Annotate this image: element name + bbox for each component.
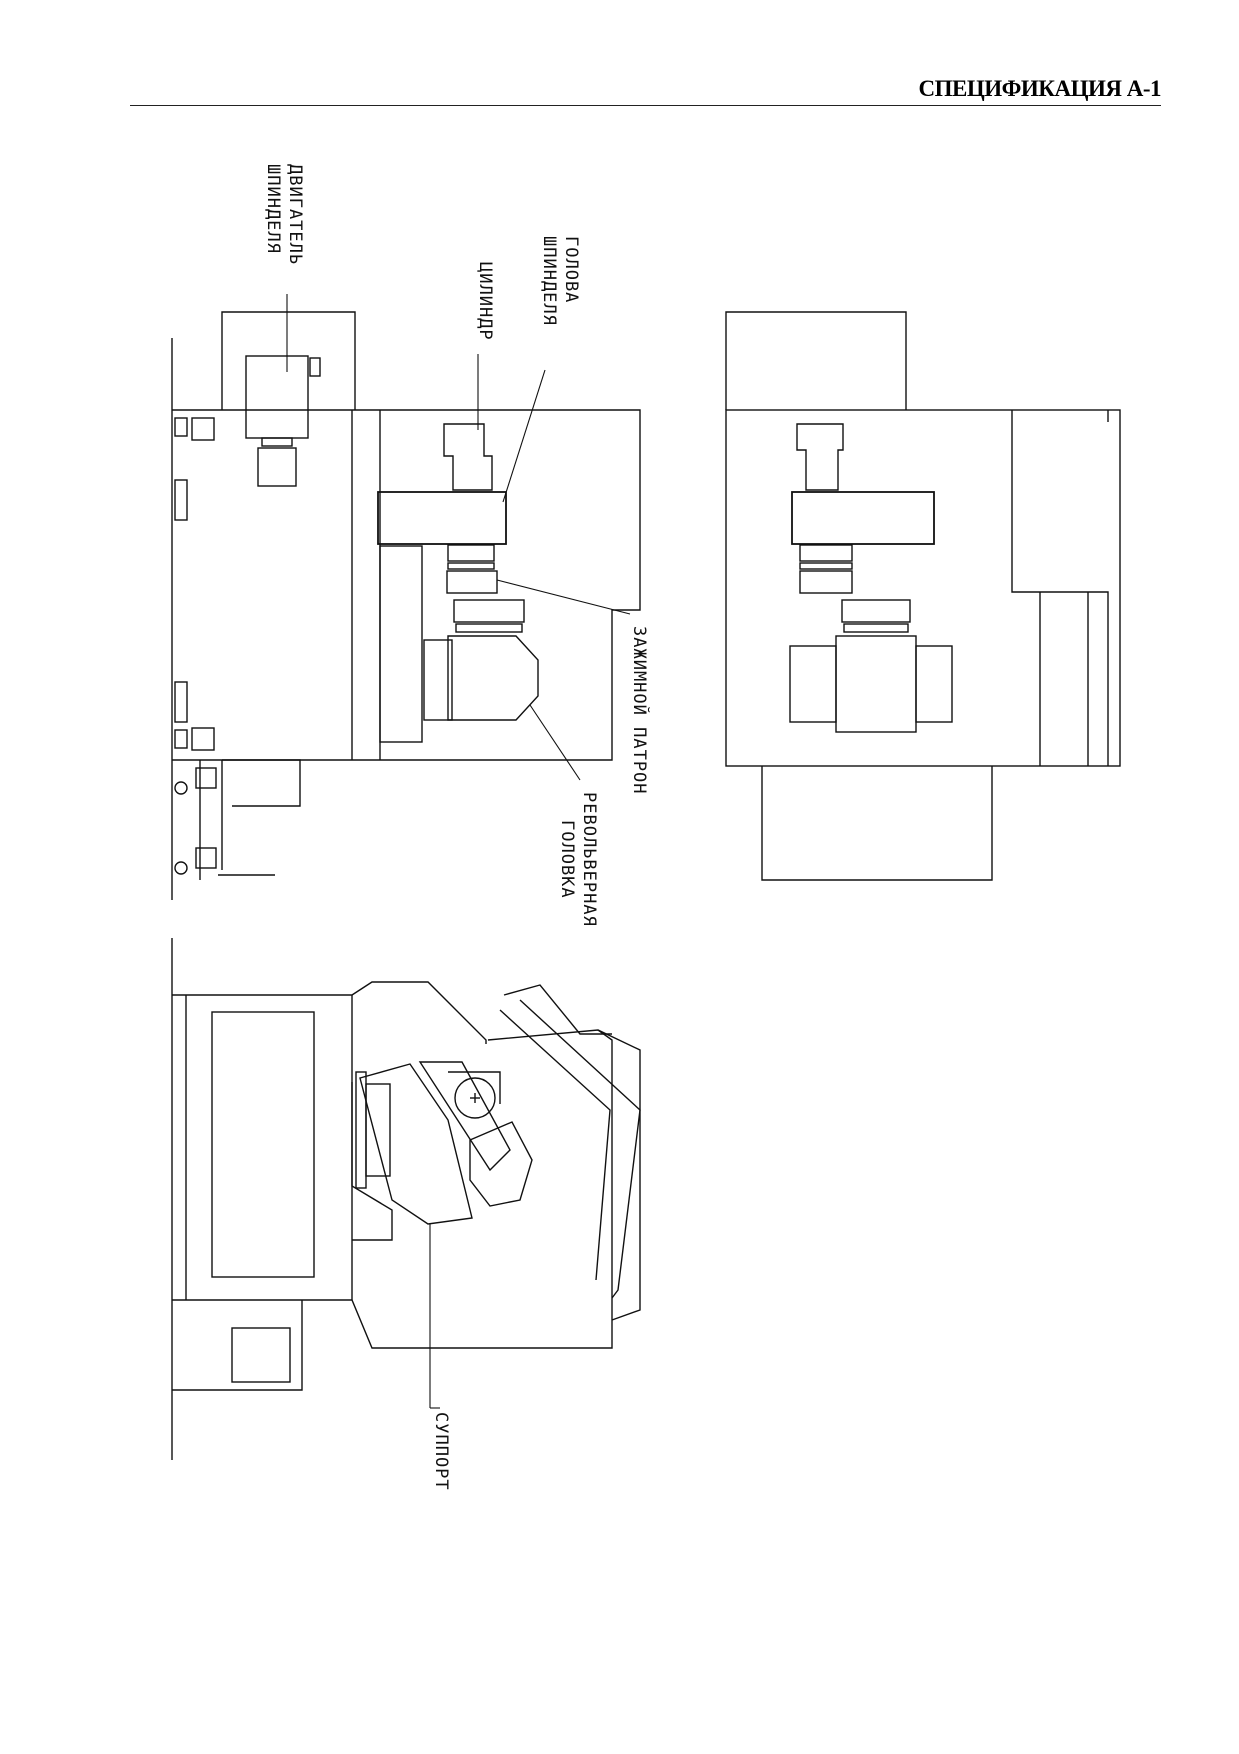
turret-label-line2: ГОЛОВКА	[557, 820, 577, 899]
header-divider	[130, 105, 1161, 106]
spindle-head-label-line2: ШПИНДЕЛЯ	[539, 236, 559, 326]
side-view	[171, 938, 641, 1460]
spindle-head-label-line1: ГОЛОВА	[561, 236, 581, 303]
labels: ДВИГАТЕЛЬ ШПИНДЕЛЯ ГОЛОВА ШПИНДЕЛЯ ЦИЛИН…	[263, 164, 651, 1491]
carriage-label: СУППОРТ	[431, 1412, 451, 1491]
spindle-motor-label-line1: ДВИГАТЕЛЬ	[285, 164, 305, 265]
cylinder-label: ЦИЛИНДР	[475, 262, 495, 341]
plan-view	[725, 311, 1121, 881]
page-title: СПЕЦИФИКАЦИЯ А-1	[918, 76, 1162, 101]
chuck-label: ЗАЖИМНОЙ ПАТРОН	[629, 626, 651, 795]
turret-label-line1: РЕВОЛЬВЕРНАЯ	[579, 792, 599, 927]
leader-lines	[286, 294, 631, 1409]
front-view	[171, 311, 641, 900]
spindle-motor-label-line2: ШПИНДЕЛЯ	[263, 164, 283, 254]
